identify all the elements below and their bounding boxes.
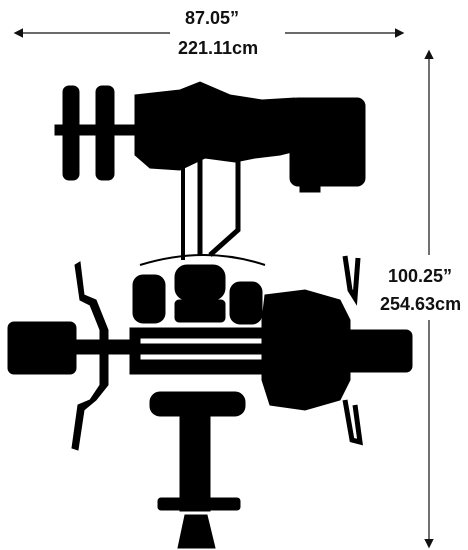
bottom-stem-assembly bbox=[149, 391, 246, 549]
width-imperial-label: 87.05” bbox=[185, 8, 240, 28]
center-bench-frame bbox=[129, 327, 273, 375]
right-leg-assembly bbox=[261, 255, 413, 446]
height-metric-label: 254.63cm bbox=[380, 294, 462, 314]
machine-silhouette bbox=[7, 81, 413, 549]
top-weight-plates bbox=[54, 85, 141, 181]
top-arm-body bbox=[134, 81, 301, 171]
width-metric-label: 221.11cm bbox=[178, 38, 259, 58]
center-seat-assembly bbox=[132, 254, 266, 325]
height-imperial-label: 100.25” bbox=[388, 266, 453, 286]
left-weight-assembly bbox=[7, 261, 137, 451]
top-right-pad bbox=[289, 97, 366, 187]
